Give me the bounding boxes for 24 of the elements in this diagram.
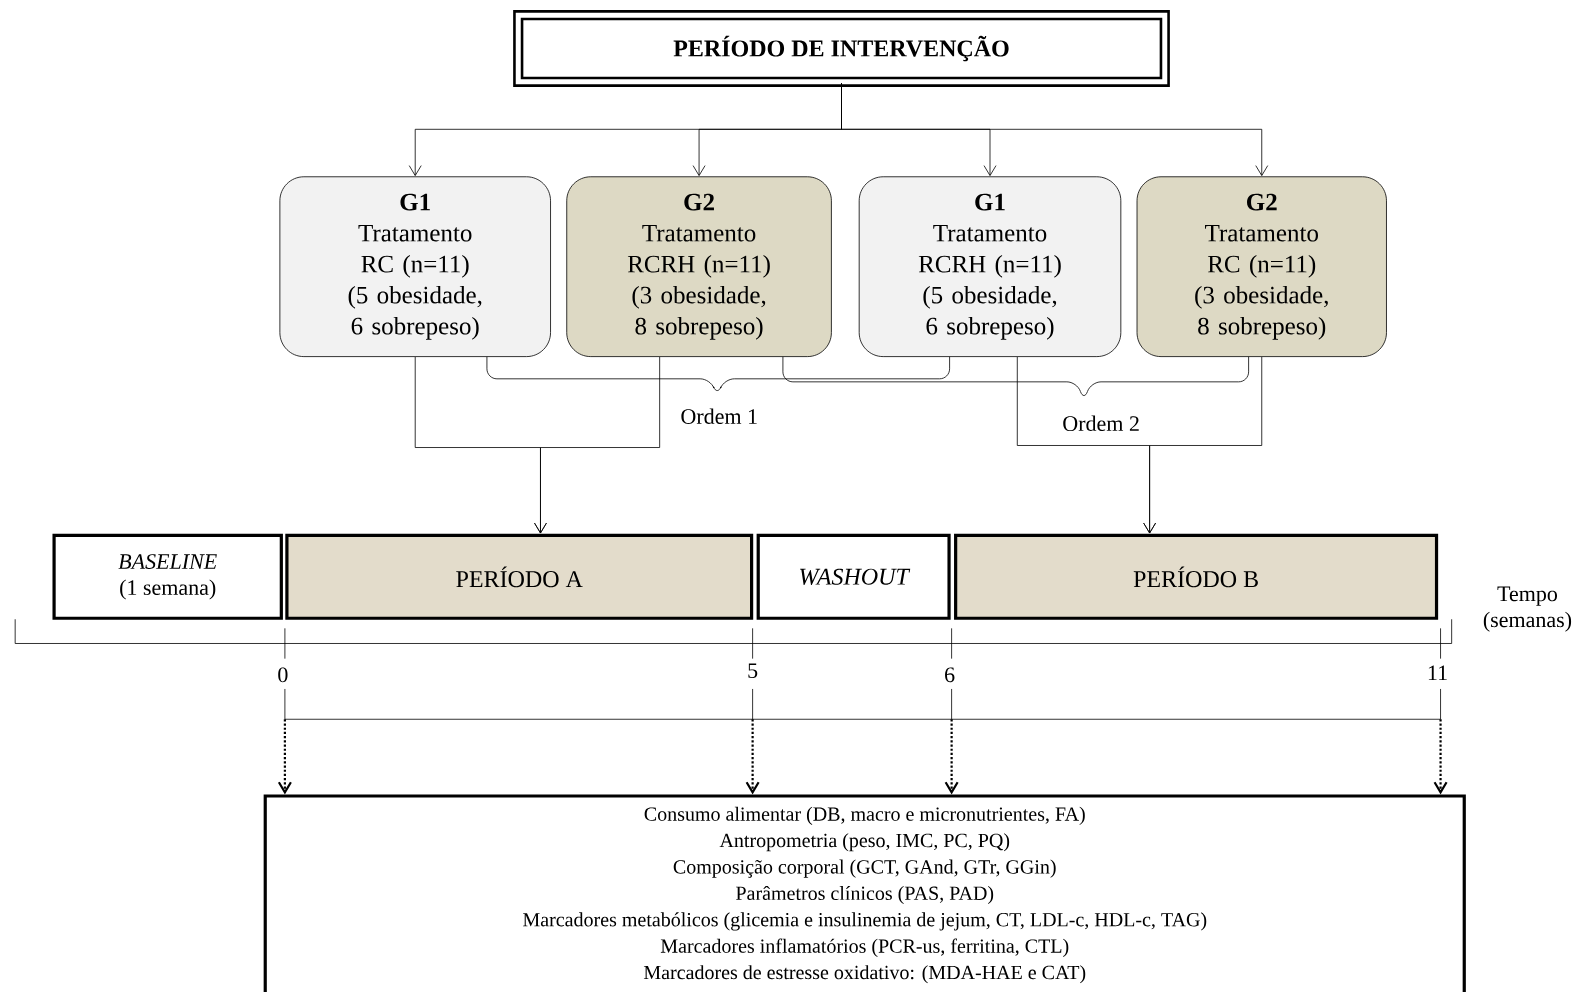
tick-label: 6 [940, 663, 960, 687]
arrow [841, 82, 1269, 176]
arrow [277, 719, 292, 795]
period-box: PERÍODO B [954, 533, 1439, 620]
tick-label: 5 [743, 659, 763, 683]
tick-label: 11 [1422, 661, 1453, 685]
group-box: G2 Tratamento RCRH (n=11) (3 obesidade, 8 sobrepeso) [566, 176, 832, 357]
axis-title: Tempo (semanas) [1473, 582, 1582, 636]
group-box: G1 Tratamento RCRH (n=11) (5 obesidade, 6 sobrepeso) [858, 176, 1122, 357]
period-box: PERÍODO A [285, 533, 754, 620]
title-box: PERÍODO DE INTERVENÇÃO [513, 10, 1170, 87]
arrow [745, 719, 760, 795]
outcome-box: Consumo alimentar (DB, macro e micronutrientes, FA) Antropometria (peso, IMC, PC, PQ) Composição corporal (GCT, GAnd, GTr, GGin) Parâmetros clínicos (PAS, PAD) Marcadores metabólicos (glicemia e insulinemia de jejum, CT, LDL-c, HDL-c, TAG) Marcadores inflamatórios (PCR-us, ferritina, CTL) Marcadores de estresse oxidativo: (MDA-HAE e CAT) [263, 794, 1466, 992]
arrow [1143, 356, 1263, 534]
bracket-label: Ordem 2 [1058, 411, 1144, 435]
group-box: G2 Tratamento RC (n=11) (3 obesidade, 8 sobrepeso) [1136, 176, 1387, 357]
group-box: G1 Tratamento RC (n=11) (5 obesidade, 6 sobrepeso) [279, 176, 551, 357]
bracket-label: Ordem 1 [676, 404, 763, 428]
phase-box: BASELINE (1 semana) [52, 533, 283, 620]
arrow [1433, 719, 1448, 795]
arrow [534, 356, 661, 534]
arrow [944, 719, 959, 795]
tick-label: 0 [273, 663, 293, 687]
phase-box: WASHOUT [756, 533, 951, 620]
